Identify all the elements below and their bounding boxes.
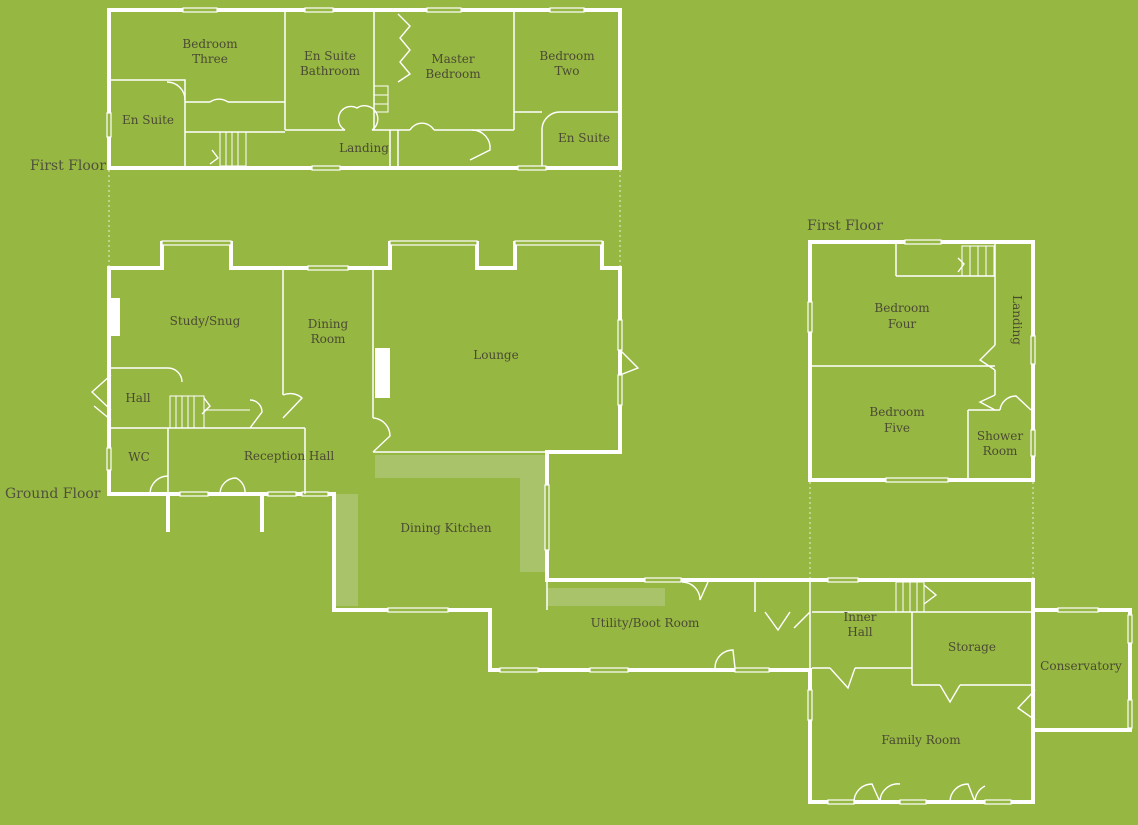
room-hall: Hall: [125, 391, 150, 405]
room-en-suite-left: En Suite: [122, 113, 174, 127]
ground-floor-label: Ground Floor: [5, 486, 101, 502]
room-master-bedroom-line2: Bedroom: [425, 67, 481, 81]
room-dining-room-line1: Dining: [308, 317, 349, 331]
first-floor-main-plan: [106, 7, 622, 171]
room-family-room: Family Room: [881, 733, 961, 747]
room-conservatory: Conservatory: [1040, 659, 1122, 673]
first-floor-label: First Floor: [30, 158, 106, 174]
room-dining-kitchen: Dining Kitchen: [400, 521, 491, 535]
room-landing-first: Landing: [339, 141, 389, 155]
room-master-bedroom-line1: Master: [431, 52, 475, 66]
room-bedroom-four-line2: Four: [888, 317, 917, 331]
annex-first-floor-label: First Floor: [807, 218, 883, 234]
room-bedroom-two-line1: Bedroom: [539, 49, 595, 63]
room-inner-hall-line2: Hall: [847, 625, 872, 639]
room-en-suite-right: En Suite: [558, 131, 610, 145]
first-floor-annex-plan: [807, 239, 1036, 483]
room-bedroom-three-line1: Bedroom: [182, 37, 238, 51]
room-storage: Storage: [948, 640, 996, 654]
room-bedroom-four-line1: Bedroom: [874, 301, 930, 315]
room-en-suite-bathroom-line2: Bathroom: [300, 64, 361, 78]
room-bedroom-five-line2: Five: [884, 421, 910, 435]
room-bedroom-five-line1: Bedroom: [869, 405, 925, 419]
room-landing-annex: Landing: [1010, 295, 1024, 345]
room-en-suite-bathroom-line1: En Suite: [304, 49, 356, 63]
room-dining-room-line2: Room: [311, 332, 346, 346]
room-bedroom-two-line2: Two: [554, 64, 579, 78]
room-reception-hall: Reception Hall: [244, 449, 335, 463]
room-lounge: Lounge: [473, 348, 518, 362]
room-study-snug: Study/Snug: [170, 314, 241, 328]
room-wc: WC: [128, 450, 150, 464]
room-utility-boot-room: Utility/Boot Room: [591, 616, 700, 630]
room-shower-room-line2: Room: [983, 444, 1018, 458]
room-shower-room-line1: Shower: [977, 429, 1024, 443]
alignment-guides: [108, 170, 1034, 580]
room-bedroom-three-line2: Three: [192, 52, 228, 66]
ground-floor-plan: [90, 240, 1133, 805]
room-inner-hall-line1: Inner: [843, 610, 876, 624]
